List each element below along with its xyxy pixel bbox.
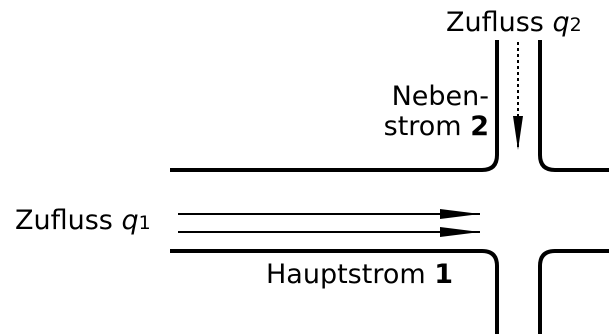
side-stream-word: strom xyxy=(383,111,462,142)
top-right-road-edge xyxy=(538,40,609,172)
inflow-q1-word: Zufluss xyxy=(15,205,113,236)
inflow-q1-subscript: 1 xyxy=(138,212,151,234)
main-stream-number: 1 xyxy=(434,259,454,290)
inflow-q2-word: Zufluss xyxy=(446,7,544,38)
main-stream-label: Hauptstrom 1 xyxy=(266,260,453,290)
side-stream-line1: Neben- xyxy=(391,81,489,112)
inflow-q1-label: Zufluss q1 xyxy=(15,206,151,238)
inflow-q2-symbol: q xyxy=(552,7,570,38)
inflow-q1-symbol: q xyxy=(121,205,139,236)
bottom-left-road-edge xyxy=(170,249,499,334)
inflow-q2-label: Zufluss q2 xyxy=(446,8,582,40)
inflow-q2-subscript: 2 xyxy=(569,14,582,36)
side-stream-label: Neben- strom 2 xyxy=(384,82,489,142)
top-left-road-edge xyxy=(170,40,499,172)
main-stream-word: Hauptstrom xyxy=(266,259,426,290)
side-stream-number: 2 xyxy=(470,111,489,142)
bottom-right-road-edge xyxy=(538,249,609,334)
side-stream-line2: strom 2 xyxy=(384,112,489,142)
